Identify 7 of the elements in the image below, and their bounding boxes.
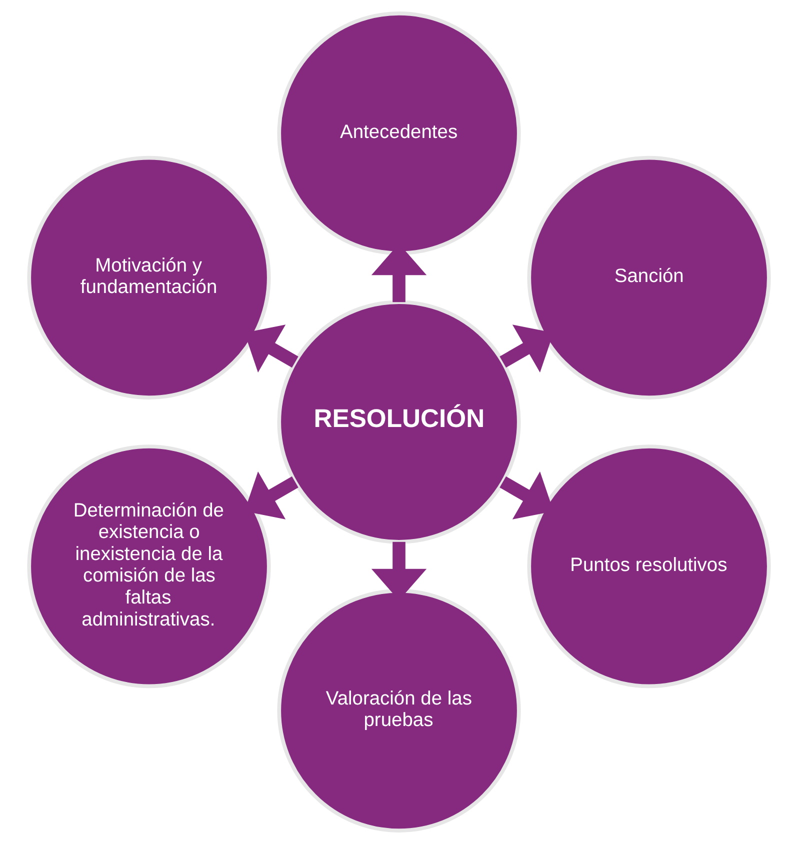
node-circle: Sanción bbox=[527, 156, 771, 400]
node-circle: RESOLUCIÓN bbox=[277, 300, 521, 544]
node-circle: Valoración de las pruebas bbox=[277, 588, 521, 832]
node-circle: Motivación y fundamentación bbox=[27, 156, 271, 400]
node-circle: Determinación de existencia o inexistencia de la comisión de las faltas administrativas. bbox=[27, 444, 271, 688]
node-circle: Puntos resolutivos bbox=[527, 444, 771, 688]
node-circle: Antecedentes bbox=[277, 12, 521, 256]
